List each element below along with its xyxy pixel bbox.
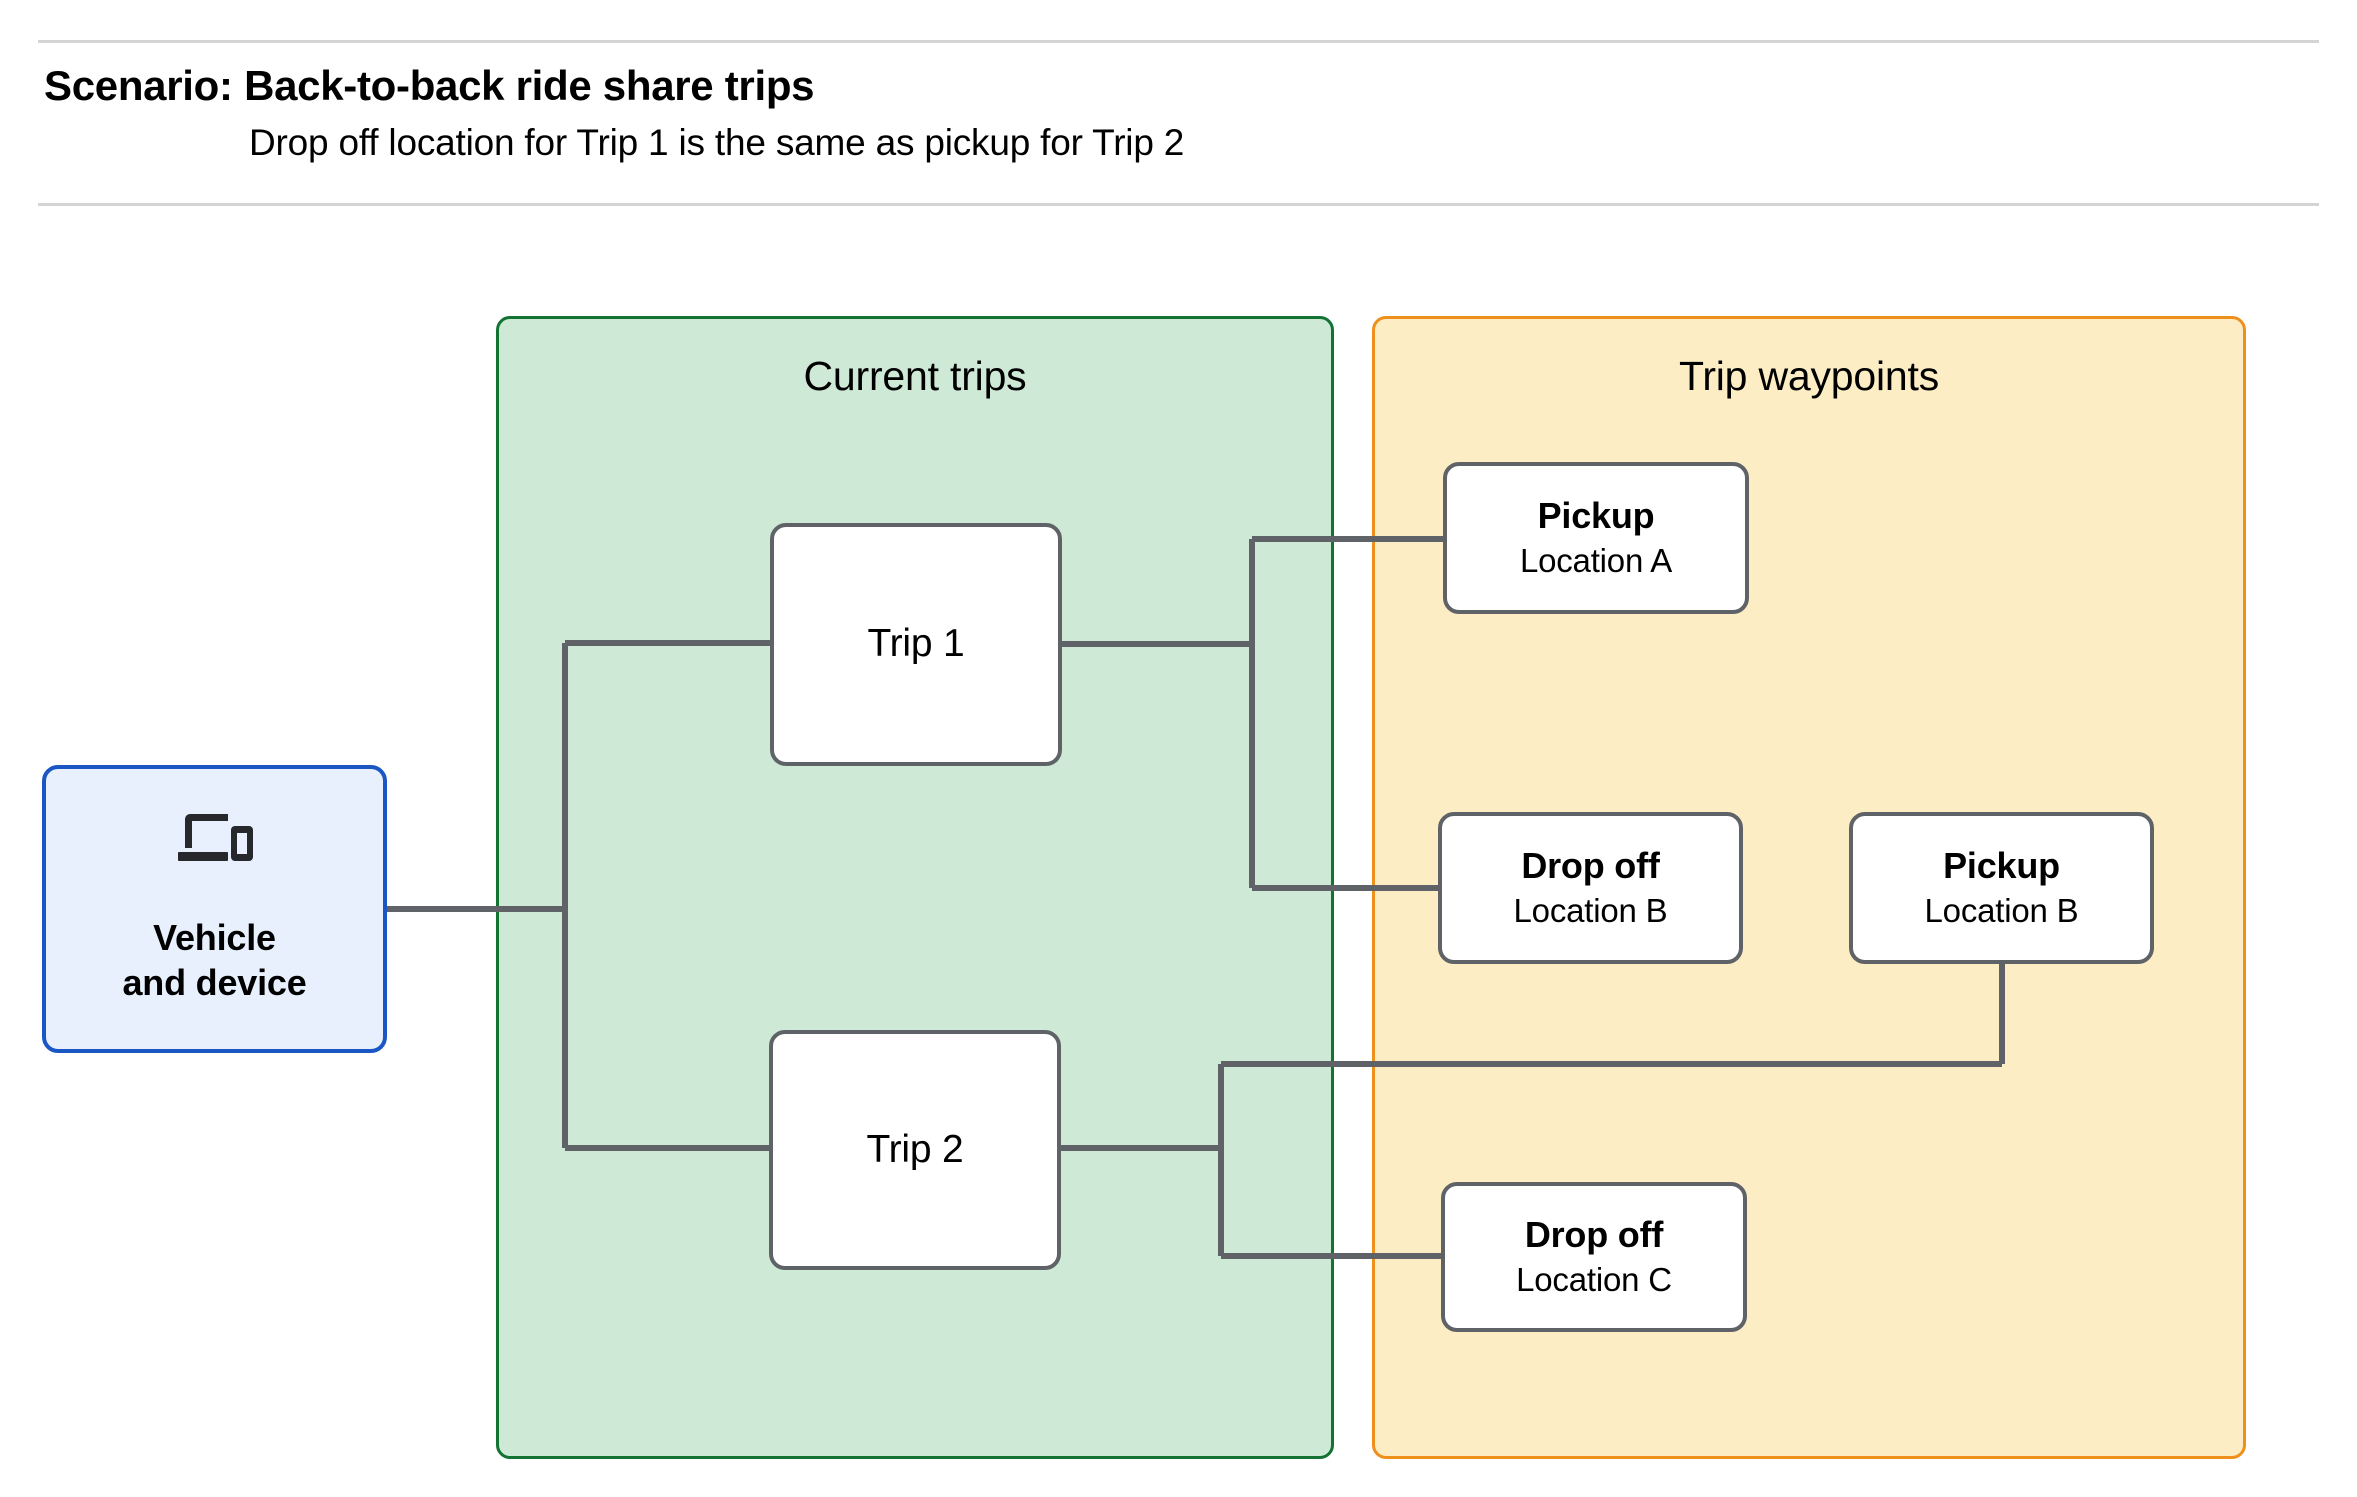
header-divider-top: [38, 40, 2319, 43]
panel-current-trips: Current trips: [496, 316, 1334, 1459]
waypoint-kind: Pickup: [1943, 844, 2060, 886]
node-waypoint-pickup-a[interactable]: Pickup Location A: [1443, 462, 1749, 614]
waypoint-kind: Drop off: [1524, 1213, 1664, 1255]
waypoint-kind: Drop off: [1521, 844, 1660, 886]
node-vehicle-and-device[interactable]: Vehicle and device: [42, 765, 387, 1053]
node-trip-1-label: Trip 1: [867, 622, 965, 666]
panel-trip-waypoints-title: Trip waypoints: [1679, 353, 1939, 399]
node-waypoint-dropoff-b[interactable]: Drop off Location B: [1438, 812, 1743, 964]
waypoint-location: Location B: [1513, 892, 1668, 930]
waypoint-location: Location C: [1516, 1261, 1672, 1299]
node-trip-1[interactable]: Trip 1: [770, 523, 1062, 766]
waypoint-location: Location B: [1924, 892, 2079, 930]
page-subtitle: Drop off location for Trip 1 is the same…: [249, 122, 1185, 163]
node-trip-2-label: Trip 2: [866, 1127, 964, 1171]
vehicle-label: Vehicle and device: [122, 916, 307, 1003]
devices-icon: [177, 813, 253, 861]
page-title: Scenario: Back-to-back ride share trips: [44, 62, 815, 109]
panel-current-trips-title: Current trips: [803, 353, 1027, 399]
node-waypoint-pickup-b[interactable]: Pickup Location B: [1849, 812, 2154, 964]
waypoint-location: Location A: [1519, 542, 1673, 580]
node-waypoint-dropoff-c[interactable]: Drop off Location C: [1441, 1182, 1747, 1332]
waypoint-kind: Pickup: [1537, 494, 1655, 536]
node-trip-2[interactable]: Trip 2: [769, 1030, 1061, 1270]
header-divider-bottom: [38, 203, 2319, 206]
